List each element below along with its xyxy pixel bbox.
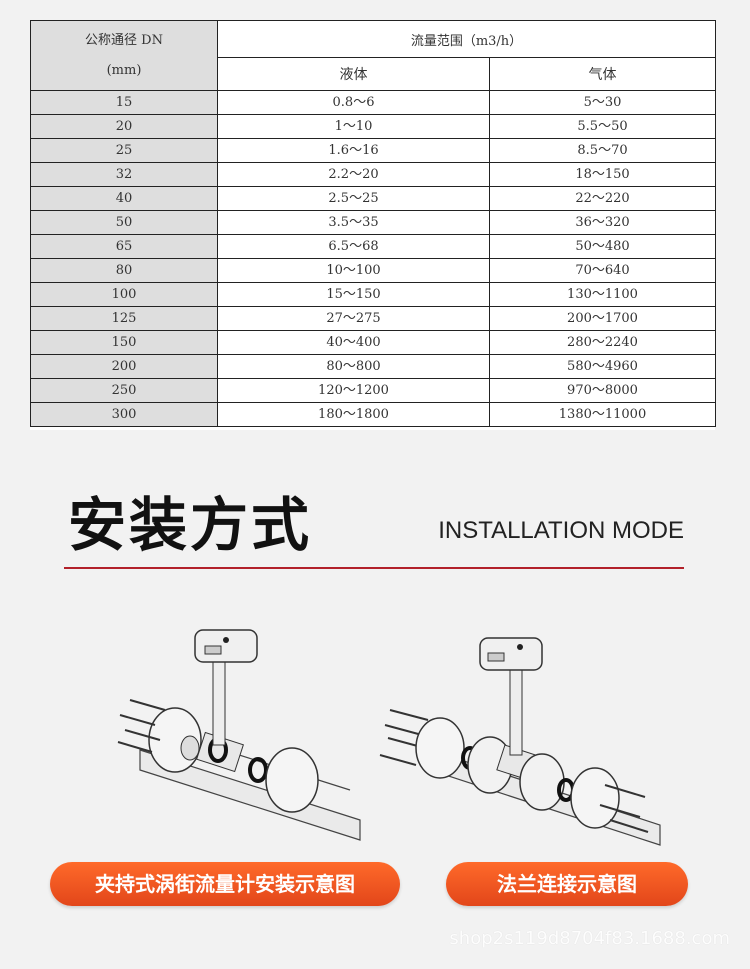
gas-header: 气体 [488, 57, 717, 91]
liquid-range-cell: 27～275 [217, 306, 490, 331]
flow-range-header: 流量范围（m3/h） [216, 20, 717, 58]
dn-cell: 150 [30, 330, 218, 355]
flange-install-illustration [379, 637, 661, 846]
liquid-range-cell: 2.5～25 [217, 186, 490, 211]
dn-cell: 20 [30, 114, 218, 139]
gas-range-cell: 580～4960 [488, 354, 717, 379]
flange-connection-diagram-button[interactable]: 法兰连接示意图 [446, 862, 688, 906]
dn-cell: 15 [30, 90, 218, 115]
liquid-range-cell: 10～100 [217, 258, 490, 283]
dn-header: 公称通径 DN (mm) [30, 20, 218, 91]
dn-cell: 65 [30, 234, 218, 259]
shop-watermark: shop2s119d8704f83.1688.com [449, 928, 730, 949]
gas-range-cell: 18～150 [488, 162, 717, 187]
liquid-range-cell: 1.6～16 [217, 138, 490, 163]
liquid-range-cell: 15～150 [217, 282, 490, 307]
clamp-install-diagram-button[interactable]: 夹持式涡街流量计安装示意图 [50, 862, 400, 906]
liquid-range-cell: 6.5～68 [217, 234, 490, 259]
liquid-range-cell: 120～1200 [217, 378, 490, 403]
liquid-range-cell: 180～1800 [217, 402, 490, 427]
gas-range-cell: 280～2240 [488, 330, 717, 355]
gas-range-cell: 130～1100 [488, 282, 717, 307]
liquid-range-cell: 2.2～20 [217, 162, 490, 187]
clamp-install-illustration [117, 629, 361, 841]
gas-range-cell: 970～8000 [488, 378, 717, 403]
liquid-range-cell: 1～10 [217, 114, 490, 139]
liquid-header: 液体 [217, 57, 490, 91]
dn-cell: 80 [30, 258, 218, 283]
dn-cell: 200 [30, 354, 218, 379]
liquid-range-cell: 3.5～35 [217, 210, 490, 235]
dn-unit: (mm) [106, 62, 142, 78]
section-title-zh: 安装方式 [68, 491, 313, 559]
dn-cell: 100 [30, 282, 218, 307]
dn-label: 公称通径 DN [85, 32, 163, 48]
gas-range-cell: 50～480 [488, 234, 717, 259]
dn-cell: 125 [30, 306, 218, 331]
gas-range-cell: 200～1700 [488, 306, 717, 331]
liquid-range-cell: 80～800 [217, 354, 490, 379]
dn-cell: 32 [30, 162, 218, 187]
gas-range-cell: 8.5～70 [488, 138, 717, 163]
dn-cell: 300 [30, 402, 218, 427]
dn-cell: 50 [30, 210, 218, 235]
liquid-range-cell: 40～400 [217, 330, 490, 355]
dn-cell: 250 [30, 378, 218, 403]
dn-cell: 25 [30, 138, 218, 163]
gas-range-cell: 36～320 [488, 210, 717, 235]
gas-range-cell: 5～30 [488, 90, 717, 115]
liquid-range-cell: 0.8～6 [217, 90, 490, 115]
gas-range-cell: 70～640 [488, 258, 717, 283]
gas-range-cell: 22～220 [488, 186, 717, 211]
dn-cell: 40 [30, 186, 218, 211]
gas-range-cell: 1380～11000 [488, 402, 717, 427]
gas-range-cell: 5.5～50 [488, 114, 717, 139]
section-title-en: INSTALLATION MODE [438, 517, 684, 544]
section-divider [64, 567, 684, 569]
